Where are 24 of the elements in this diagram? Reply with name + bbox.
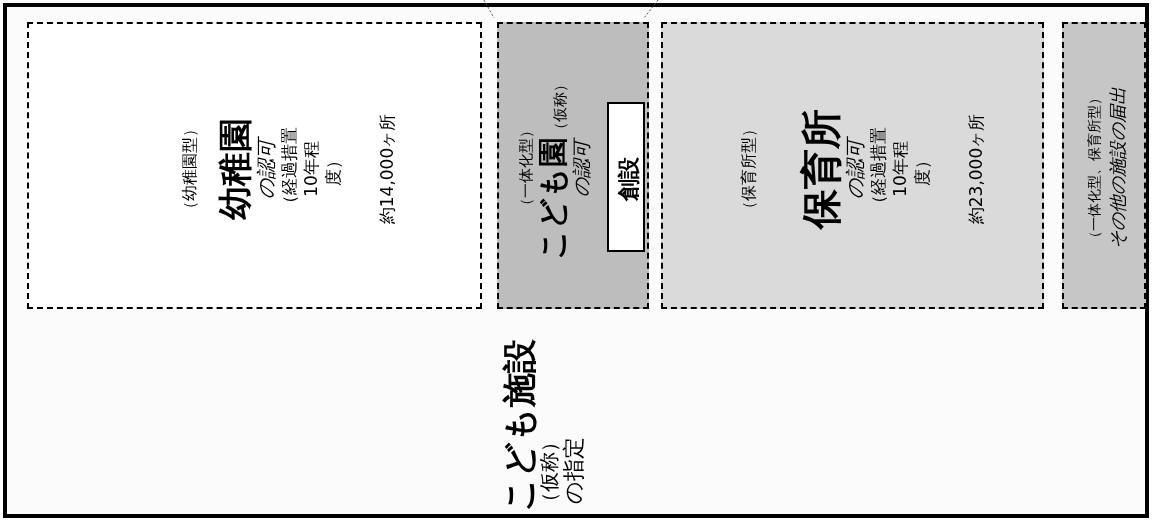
type-text: （一体化型）	[516, 122, 535, 213]
count-text: 約14,000ヶ所	[376, 113, 398, 225]
kindergarten-box	[27, 22, 482, 309]
daycare-box	[661, 22, 1044, 309]
other-facility-box	[1062, 22, 1146, 309]
type-text: （保育所型）	[739, 121, 759, 217]
count-text: 約23,000ヶ所	[965, 113, 987, 225]
notification-text: その他の施設の届出	[1106, 86, 1128, 249]
note-text: （仮称）	[550, 76, 569, 136]
transition-text: （経過措置10年程度）	[278, 125, 344, 214]
establish-text: 創設	[616, 157, 642, 201]
note-text: （仮称）	[537, 432, 561, 512]
facility-title: こども園	[535, 136, 569, 259]
facility-title: 保育所	[799, 109, 843, 229]
facility-title: こども施設	[501, 339, 537, 512]
new-establishment-box	[607, 102, 645, 252]
transition-text: （経過措置10年程度）	[867, 125, 933, 214]
approval-text: の認可	[569, 139, 592, 196]
type-text: （幼稚園型）	[180, 121, 200, 217]
nursery-school-box	[497, 22, 649, 309]
suffix-text: の指定	[561, 437, 587, 506]
facility-title: 幼稚園	[216, 118, 254, 220]
outer-frame	[3, 3, 1149, 518]
type-text: （一体化型、保育所型）	[1084, 90, 1102, 245]
